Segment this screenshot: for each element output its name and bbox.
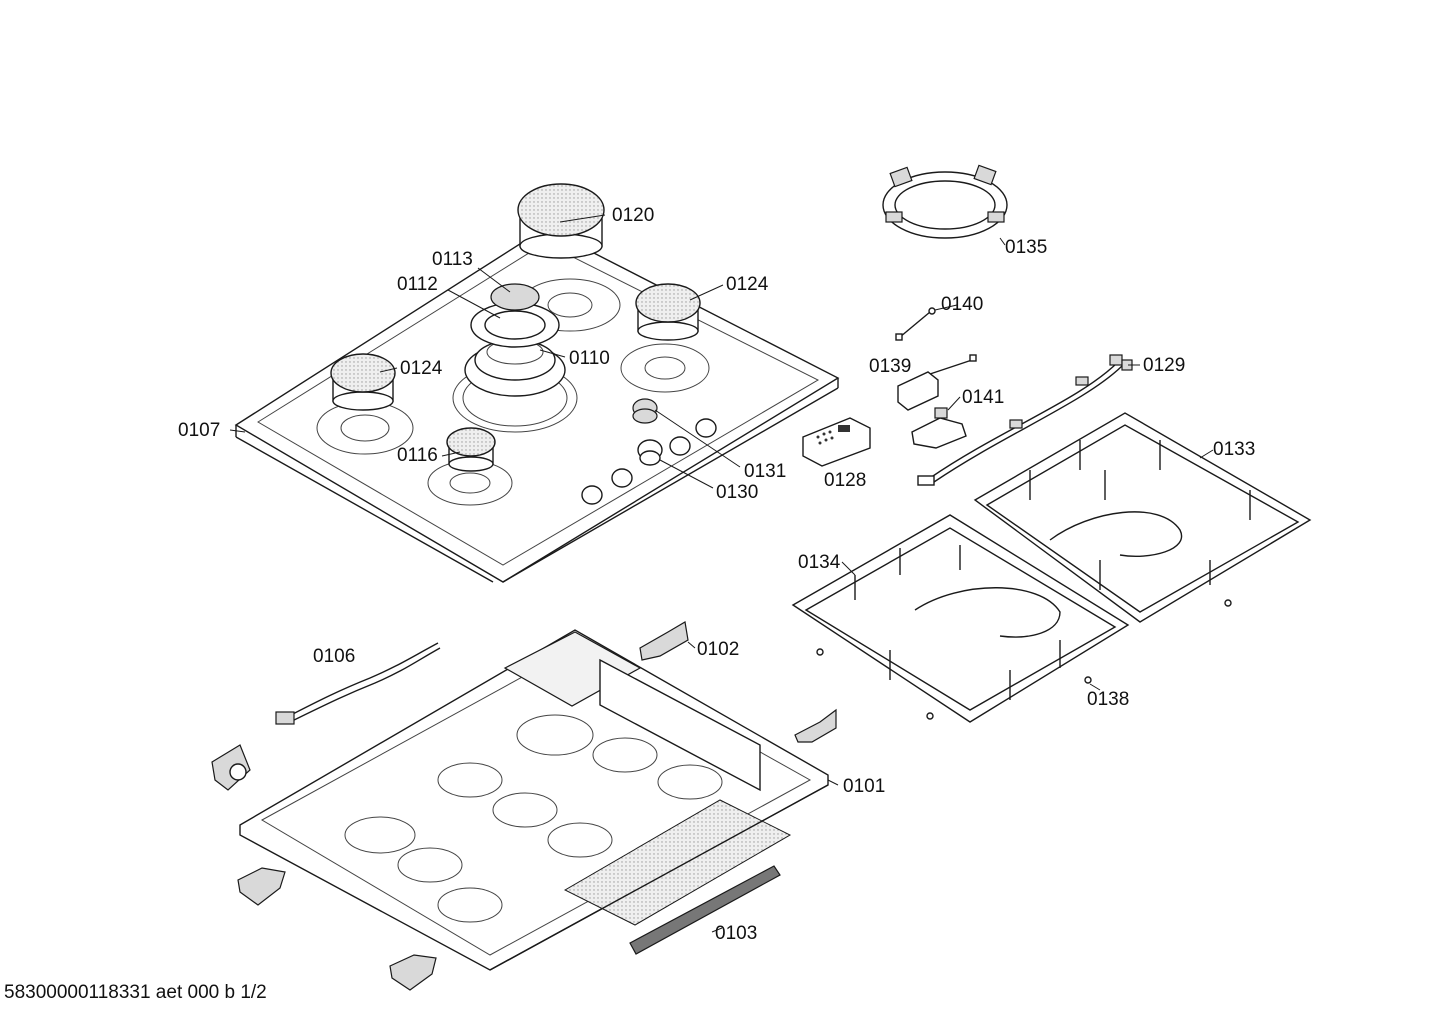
label-0102: 0102	[697, 639, 740, 660]
knob-0131	[632, 398, 658, 424]
label-0112: 0112	[397, 274, 438, 295]
leaders-top	[229, 214, 741, 489]
clips-bottom	[211, 744, 437, 991]
label-0101: 0101	[843, 776, 886, 797]
wok-ring-0135	[882, 164, 1008, 246]
leaders-right	[841, 304, 1214, 691]
pan-support-0133	[973, 412, 1312, 623]
label-0124-right: 0124	[726, 274, 769, 295]
pan-support-0134	[791, 514, 1130, 723]
burner-0120	[517, 183, 605, 259]
label-0135: 0135	[1005, 237, 1048, 258]
burner-0124-right	[635, 283, 701, 341]
clip-0102	[639, 621, 837, 743]
burner-0124-left	[330, 353, 396, 411]
ignition-unit-0139	[897, 354, 977, 411]
label-0133: 0133	[1213, 439, 1256, 460]
thermocouple-0140	[895, 307, 936, 341]
label-0116: 0116	[397, 445, 438, 466]
label-0120: 0120	[612, 205, 655, 226]
label-0124-left: 0124	[400, 358, 443, 379]
label-0113: 0113	[432, 249, 473, 270]
label-0140: 0140	[941, 294, 984, 315]
bracket-0141	[911, 407, 967, 449]
base-tray-0101	[239, 629, 839, 971]
label-0106: 0106	[313, 646, 356, 667]
label-0138: 0138	[1087, 689, 1130, 710]
module-0128	[802, 417, 871, 467]
label-0103: 0103	[715, 923, 758, 944]
cable-harness-0129	[917, 354, 1133, 486]
document-footer-code: 58300000118331 aet 000 b 1/2	[4, 982, 267, 1003]
knob-0130	[637, 439, 663, 466]
strip-0103	[629, 865, 781, 955]
label-0129: 0129	[1143, 355, 1186, 376]
label-0139: 0139	[869, 356, 912, 377]
label-0141: 0141	[962, 387, 1005, 408]
label-0134: 0134	[798, 552, 841, 573]
label-0130: 0130	[716, 482, 759, 503]
label-0110: 0110	[569, 348, 610, 369]
label-0128: 0128	[824, 470, 867, 491]
cable-0106	[275, 642, 441, 725]
label-0131: 0131	[744, 461, 787, 482]
burner-0116	[446, 427, 496, 472]
label-0107: 0107	[178, 420, 221, 441]
